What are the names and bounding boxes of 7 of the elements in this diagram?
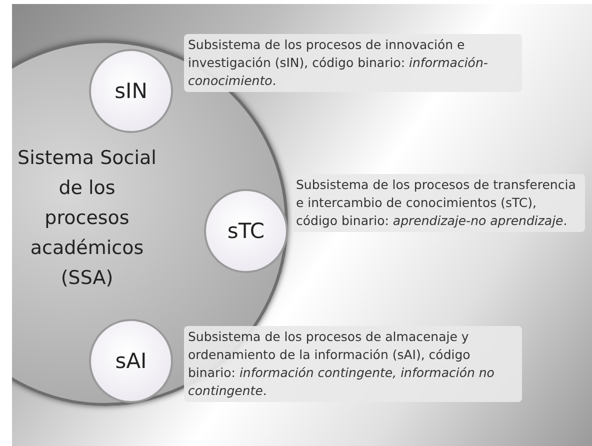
description-text: Subsistema de los procesos de almacenaje y ordenamiento de la información (sAI), código binario: información contingente, información no contingente. [184,326,522,402]
description-text: Subsistema de los procesos de innovación e investigación (sIN), código binario: información-conocimiento. [184,34,522,92]
node-label: sTC [227,219,265,243]
node-label: sAI [115,349,147,373]
node-label: Sistema Social de los procesos académicos (SSA) [17,146,157,291]
node-label: sIN [114,79,148,103]
description-text: Subsistema de los procesos de transferencia e intercambio de conocimientos (sTC), código binario: aprendizaje-no aprendizaje. [292,174,585,232]
